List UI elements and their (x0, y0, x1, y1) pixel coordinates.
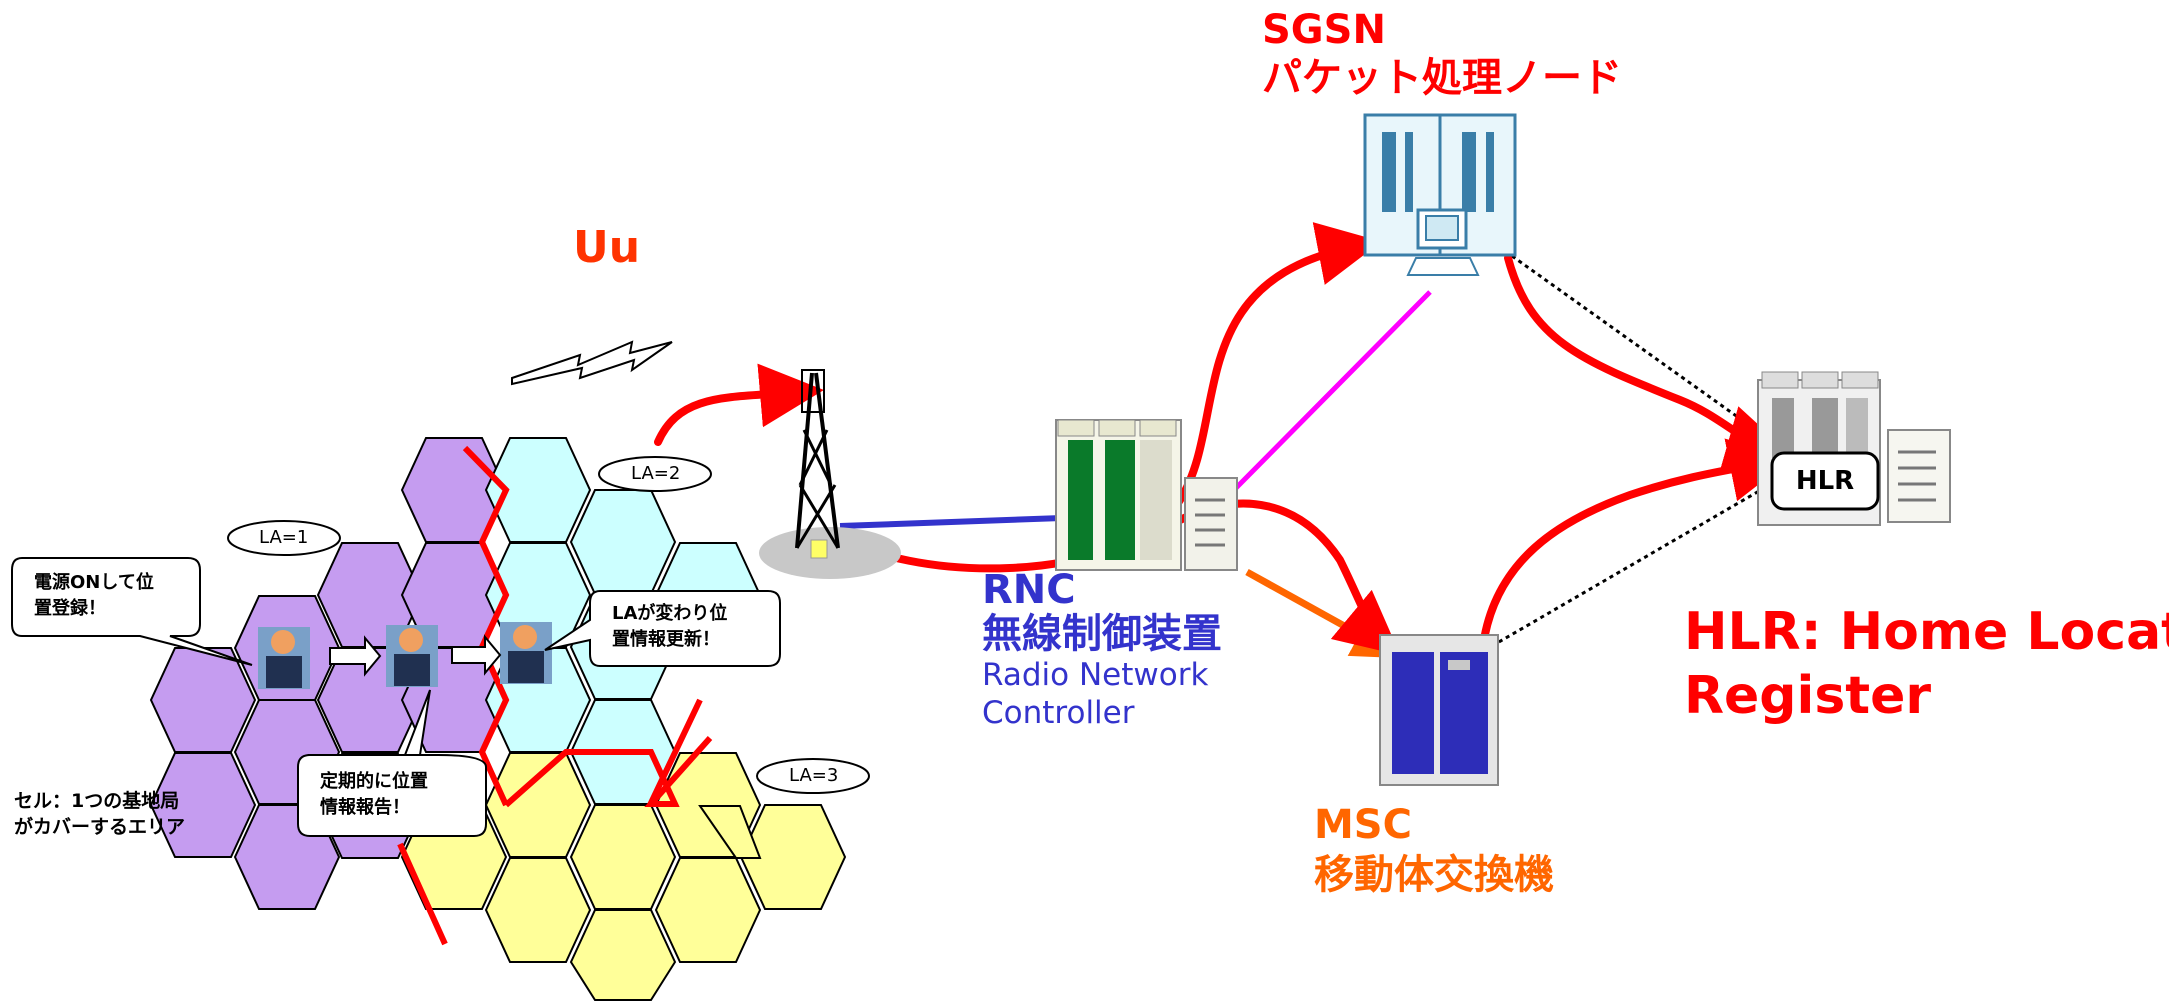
la-boundary-left (397, 842, 448, 946)
rnc-server-icon (1055, 419, 1238, 571)
cell (484, 857, 592, 963)
cell (654, 857, 762, 963)
sgsn-label: SGSN パケット処理ノード (1262, 6, 1622, 102)
cell (569, 804, 677, 910)
rnc-name: RNC (982, 567, 1076, 613)
link-msc-hlr-dotted (1491, 478, 1779, 648)
callout-periodic-bubble (297, 689, 487, 837)
cell-note: セル：1つの基地局 がカバーするエリア (14, 788, 185, 840)
callout-la-change-text: LAが変わり位 置情報更新！ (612, 601, 727, 653)
la2-label: LA=2 (631, 463, 681, 484)
callout-la-change-line1: LAが変わり位 (612, 603, 728, 624)
la-boundary-1-2 (462, 445, 510, 807)
la-boundary-right (647, 698, 703, 807)
callout-periodic-line1: 定期的に位置 (320, 771, 428, 792)
hlr-box-label: HLR (1795, 466, 1855, 496)
sgsn-name: SGSN (1262, 7, 1386, 53)
move-arrow-icon (451, 634, 502, 676)
msc-desc: 移動体交換機 (1314, 852, 1554, 898)
msc-server-icon (1379, 634, 1499, 786)
hlr-title-line2: Register (1684, 666, 1932, 726)
cell-note-line1: セル：1つの基地局 (14, 790, 180, 812)
base-station-tower-icon (759, 369, 901, 579)
cell (698, 805, 762, 859)
rnc-en-line2: Controller (982, 695, 1135, 731)
callout-power-on-bubble (11, 557, 253, 666)
callout-power-on-line2: 置登録！ (34, 598, 106, 619)
callout-periodic-text: 定期的に位置 情報報告！ (320, 769, 428, 821)
callout-power-on-line1: 電源ONして位 (34, 572, 154, 593)
hlr-title: HLR: Home Location Register (1684, 600, 2169, 728)
link-sgsn-hlr-dotted (1511, 254, 1771, 442)
la1-label: LA=1 (259, 527, 309, 548)
mobile-user-icon (258, 627, 310, 689)
cell (484, 752, 592, 858)
link-rnc-sgsn-magenta (1234, 290, 1432, 490)
callout-la-change-bubble (544, 590, 781, 667)
move-arrow-icon (329, 635, 382, 677)
lightning-signal-icon (511, 340, 673, 386)
la3-oval (756, 758, 870, 794)
mobile-user-icon (500, 622, 552, 684)
link-bts-rnc (839, 515, 1063, 529)
cell (569, 489, 677, 595)
cell (569, 909, 677, 1001)
la3-label: LA=3 (789, 765, 839, 786)
path-sgsn-to-hlr (1504, 254, 1792, 468)
msc-name: MSC (1314, 802, 1412, 848)
la2-oval (598, 456, 712, 492)
path-cell-to-bts (654, 363, 824, 446)
rnc-en-line1: Radio Network (982, 657, 1209, 693)
msc-label: MSC 移動体交換機 (1314, 800, 1554, 900)
rnc-desc: 無線制御装置 (982, 611, 1222, 657)
path-msc-to-hlr (1479, 438, 1794, 650)
cell (149, 647, 257, 753)
rnc-label: RNC 無線制御装置 Radio Network Controller (982, 568, 1222, 732)
callout-la-change-line2: 置情報更新！ (612, 629, 720, 650)
sgsn-server-icon (1363, 113, 1517, 276)
hlr-server-icon (1757, 371, 1951, 526)
hlr-title-line1: HLR: Home Location (1684, 602, 2169, 662)
callout-power-on-text: 電源ONして位 置登録！ (34, 570, 154, 622)
la1-oval (227, 520, 341, 556)
la3-cells (400, 752, 847, 1001)
cell (484, 437, 592, 543)
callout-periodic-line2: 情報報告！ (320, 797, 410, 818)
cell (149, 752, 257, 858)
la-boundaries (397, 445, 713, 946)
sgsn-desc: パケット処理ノード (1262, 55, 1622, 101)
cell-note-line2: がカバーするエリア (14, 816, 186, 838)
mobile-user-icon (386, 625, 438, 687)
uu-label: Uu (573, 222, 641, 273)
